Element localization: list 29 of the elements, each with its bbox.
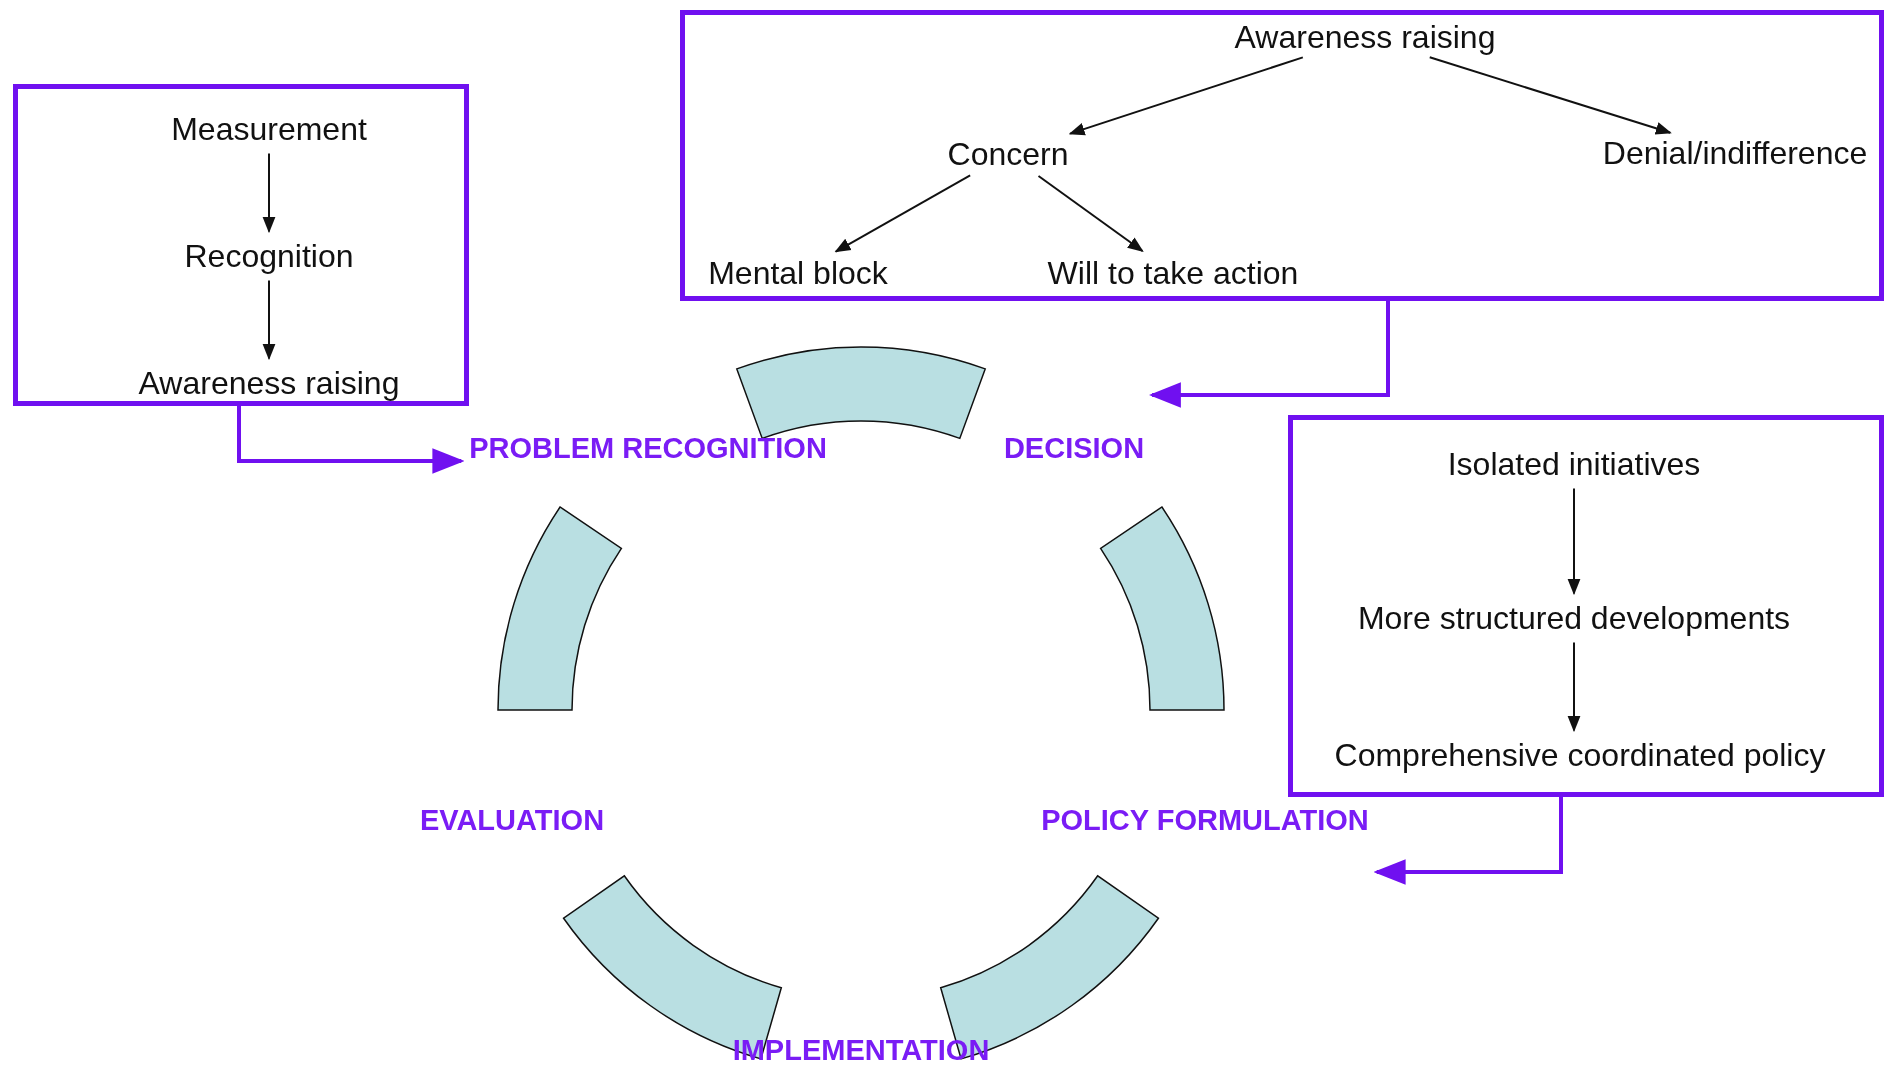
step-text: Mental block xyxy=(708,254,888,292)
step-text: Denial/indifference xyxy=(1602,134,1868,172)
step-text: Awareness raising xyxy=(1234,18,1496,56)
step-text: More structured developments xyxy=(1357,599,1791,637)
group-box xyxy=(13,84,469,406)
arrow xyxy=(237,406,465,474)
arrow xyxy=(1148,301,1390,408)
arrow xyxy=(1567,487,1581,596)
step-text: Concern xyxy=(947,135,1069,173)
arrow xyxy=(262,279,276,361)
arrow xyxy=(1373,797,1563,885)
step-text: Recognition xyxy=(184,237,354,275)
arrow xyxy=(262,152,276,234)
stage-label: EVALUATION xyxy=(419,803,605,837)
arrow xyxy=(1567,641,1581,733)
step-text: Measurement xyxy=(171,110,367,148)
group-box xyxy=(680,10,1884,301)
arrow xyxy=(1037,175,1144,252)
arrow xyxy=(1068,56,1304,136)
stage-label: DECISION xyxy=(1003,431,1145,465)
arrow xyxy=(834,174,972,253)
step-text: Awareness raising xyxy=(138,364,400,402)
arrow xyxy=(1428,56,1672,135)
step-text: Comprehensive coordinated policy xyxy=(1334,736,1826,774)
stage-label: PROBLEM RECOGNITION xyxy=(469,431,827,465)
group-box xyxy=(1288,415,1884,797)
step-text: Will to take action xyxy=(1047,254,1299,292)
step-text: Isolated initiatives xyxy=(1447,445,1701,483)
stage-label: POLICY FORMULATION xyxy=(1041,803,1369,837)
